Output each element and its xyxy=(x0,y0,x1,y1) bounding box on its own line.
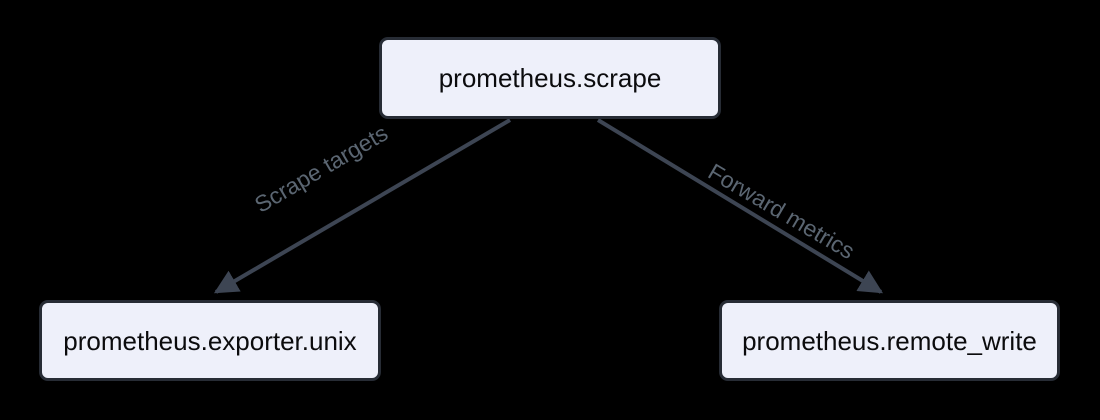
node-prometheus-remote-write[interactable]: prometheus.remote_write xyxy=(719,300,1060,381)
edge-line-scrape-exporter xyxy=(213,118,512,294)
node-prometheus-exporter-unix[interactable]: prometheus.exporter.unix xyxy=(39,300,381,381)
edge-scrape-to-exporter xyxy=(213,118,512,294)
edge-scrape-to-remote-write xyxy=(596,118,884,294)
node-prometheus-scrape[interactable]: prometheus.scrape xyxy=(379,37,721,119)
node-label: prometheus.exporter.unix xyxy=(63,325,357,356)
node-label: prometheus.scrape xyxy=(438,63,662,93)
edge-line-scrape-remote-write xyxy=(596,118,884,294)
node-label: prometheus.remote_write xyxy=(742,325,1037,356)
